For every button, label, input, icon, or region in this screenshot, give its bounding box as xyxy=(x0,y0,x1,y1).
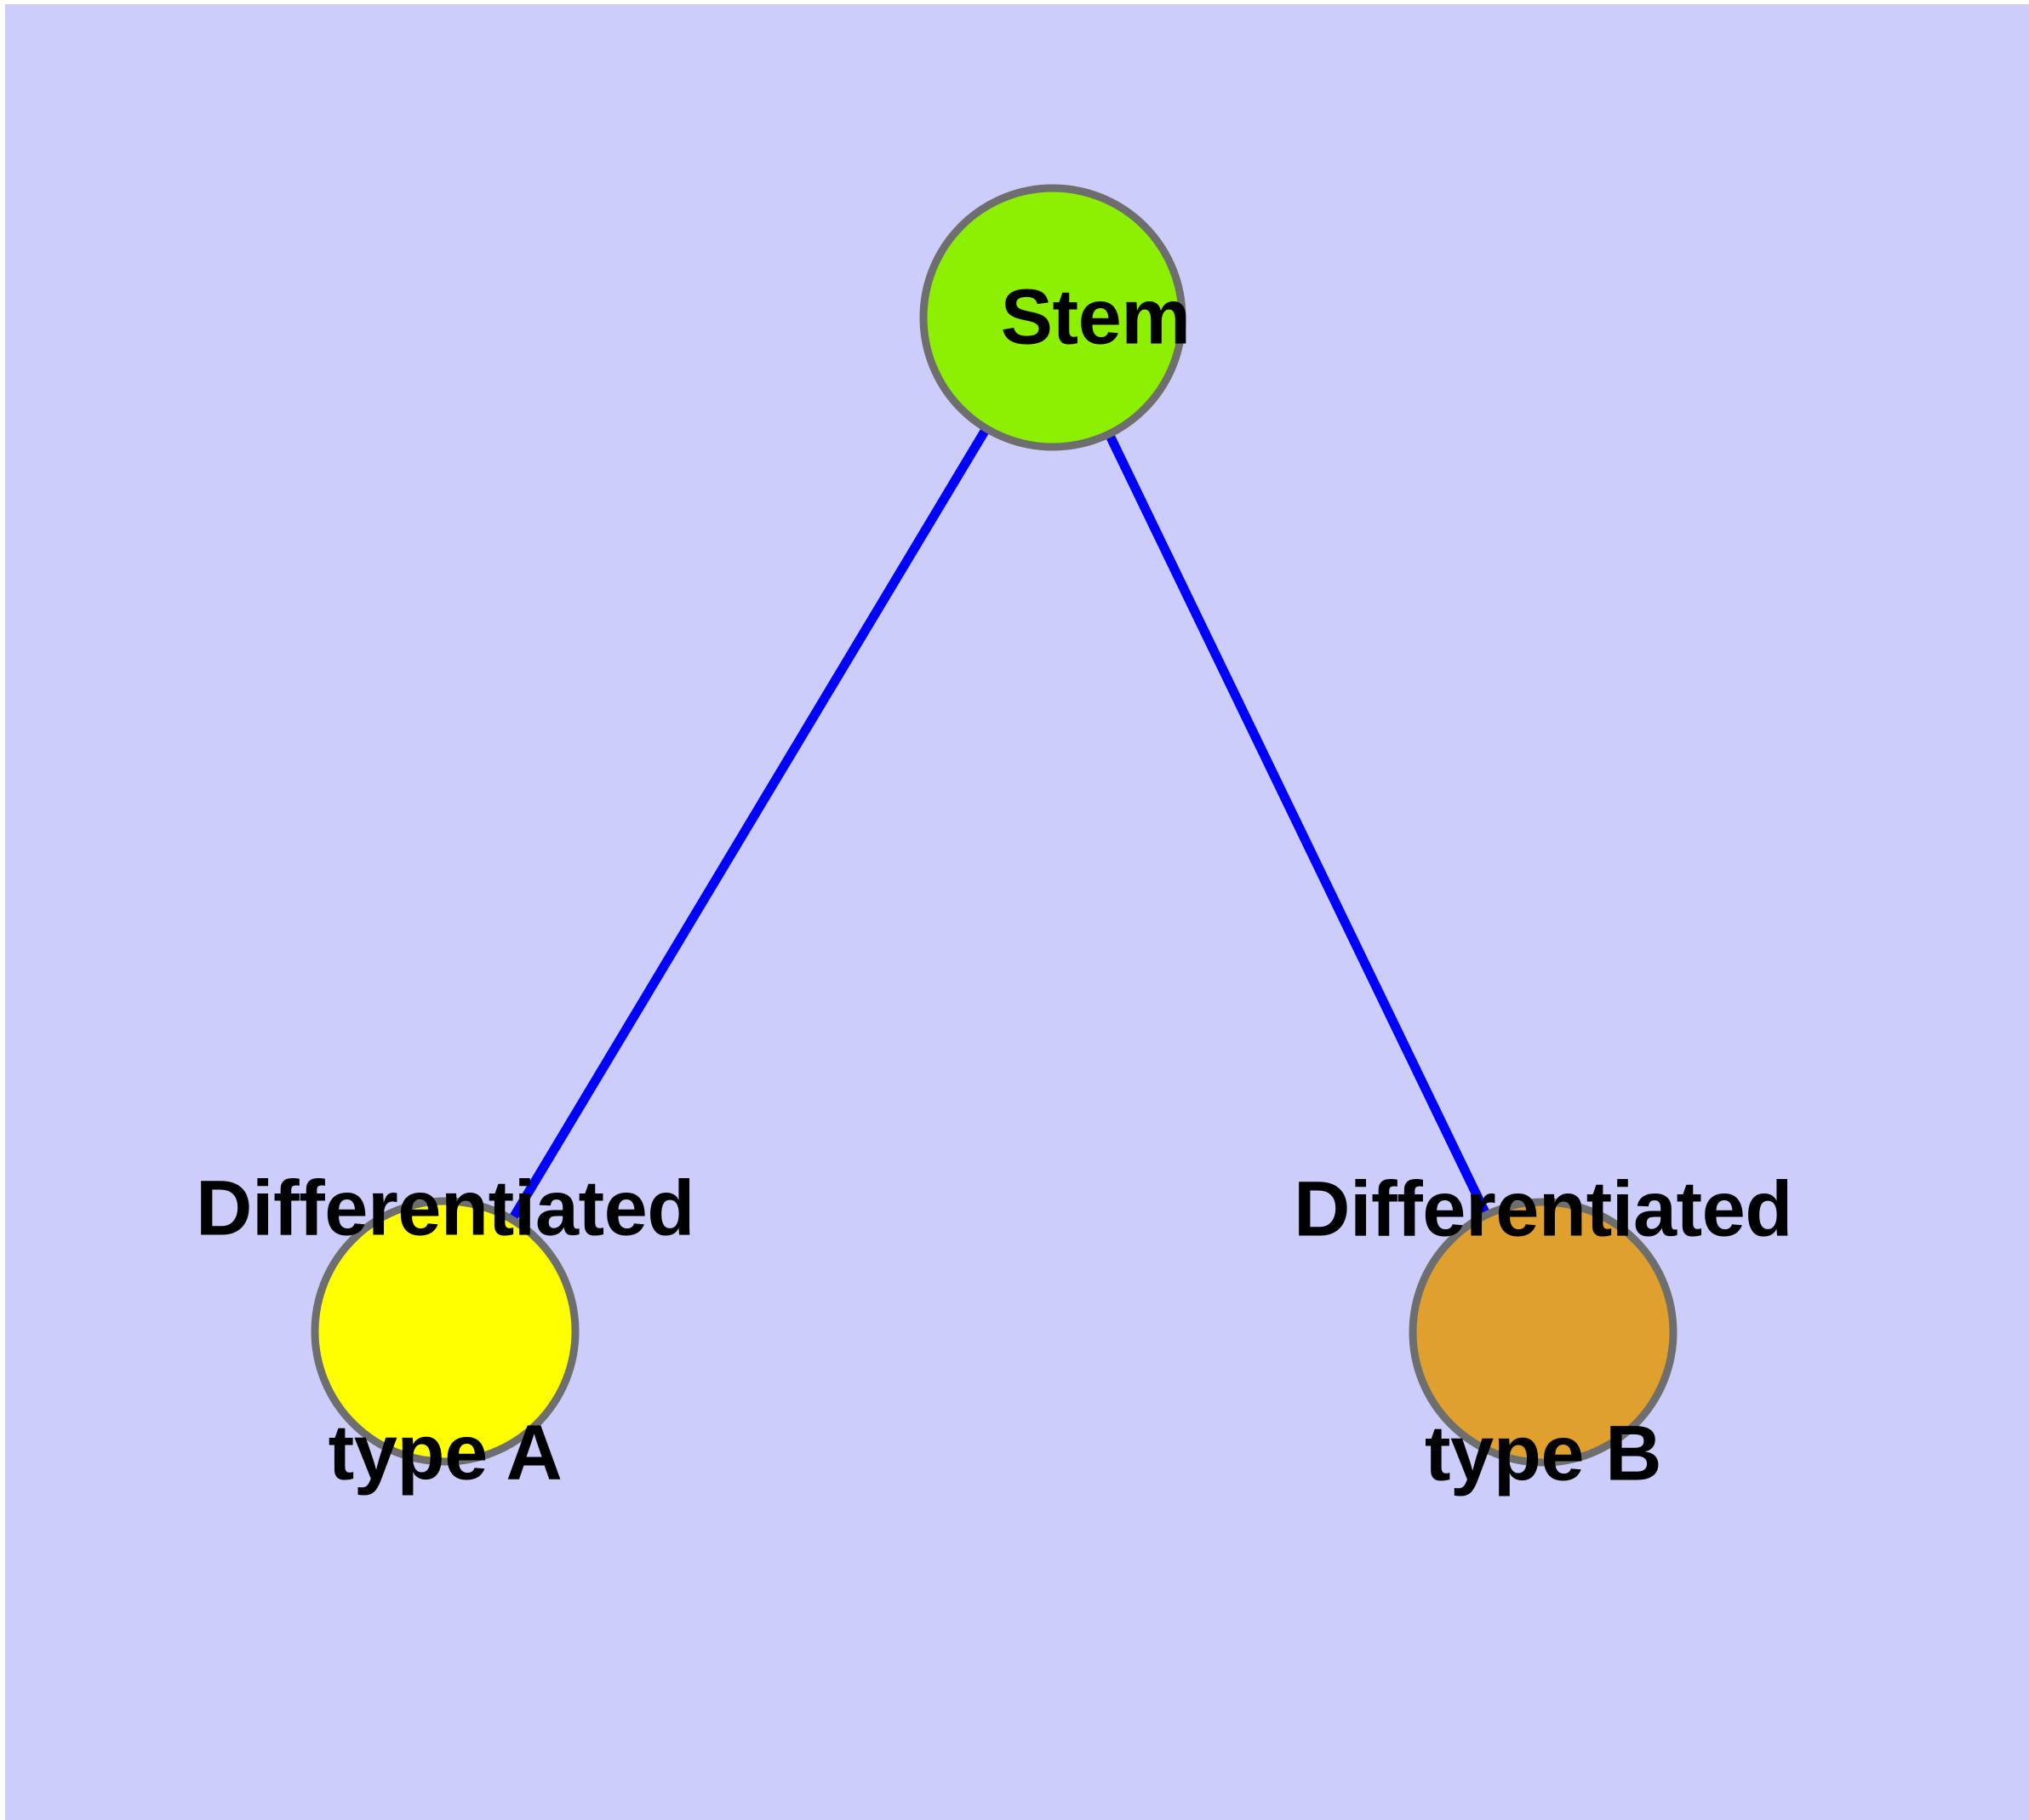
node-stem[interactable] xyxy=(919,184,1186,451)
node-differentiated-type-b[interactable] xyxy=(1409,1198,1677,1467)
node-differentiated-type-a[interactable] xyxy=(311,1197,580,1466)
edge-stem-to-diff-b xyxy=(1102,427,1493,1222)
edge-stem-to-diff-a xyxy=(505,421,993,1227)
node-layer xyxy=(311,184,1677,1467)
edge-layer xyxy=(505,421,1493,1227)
